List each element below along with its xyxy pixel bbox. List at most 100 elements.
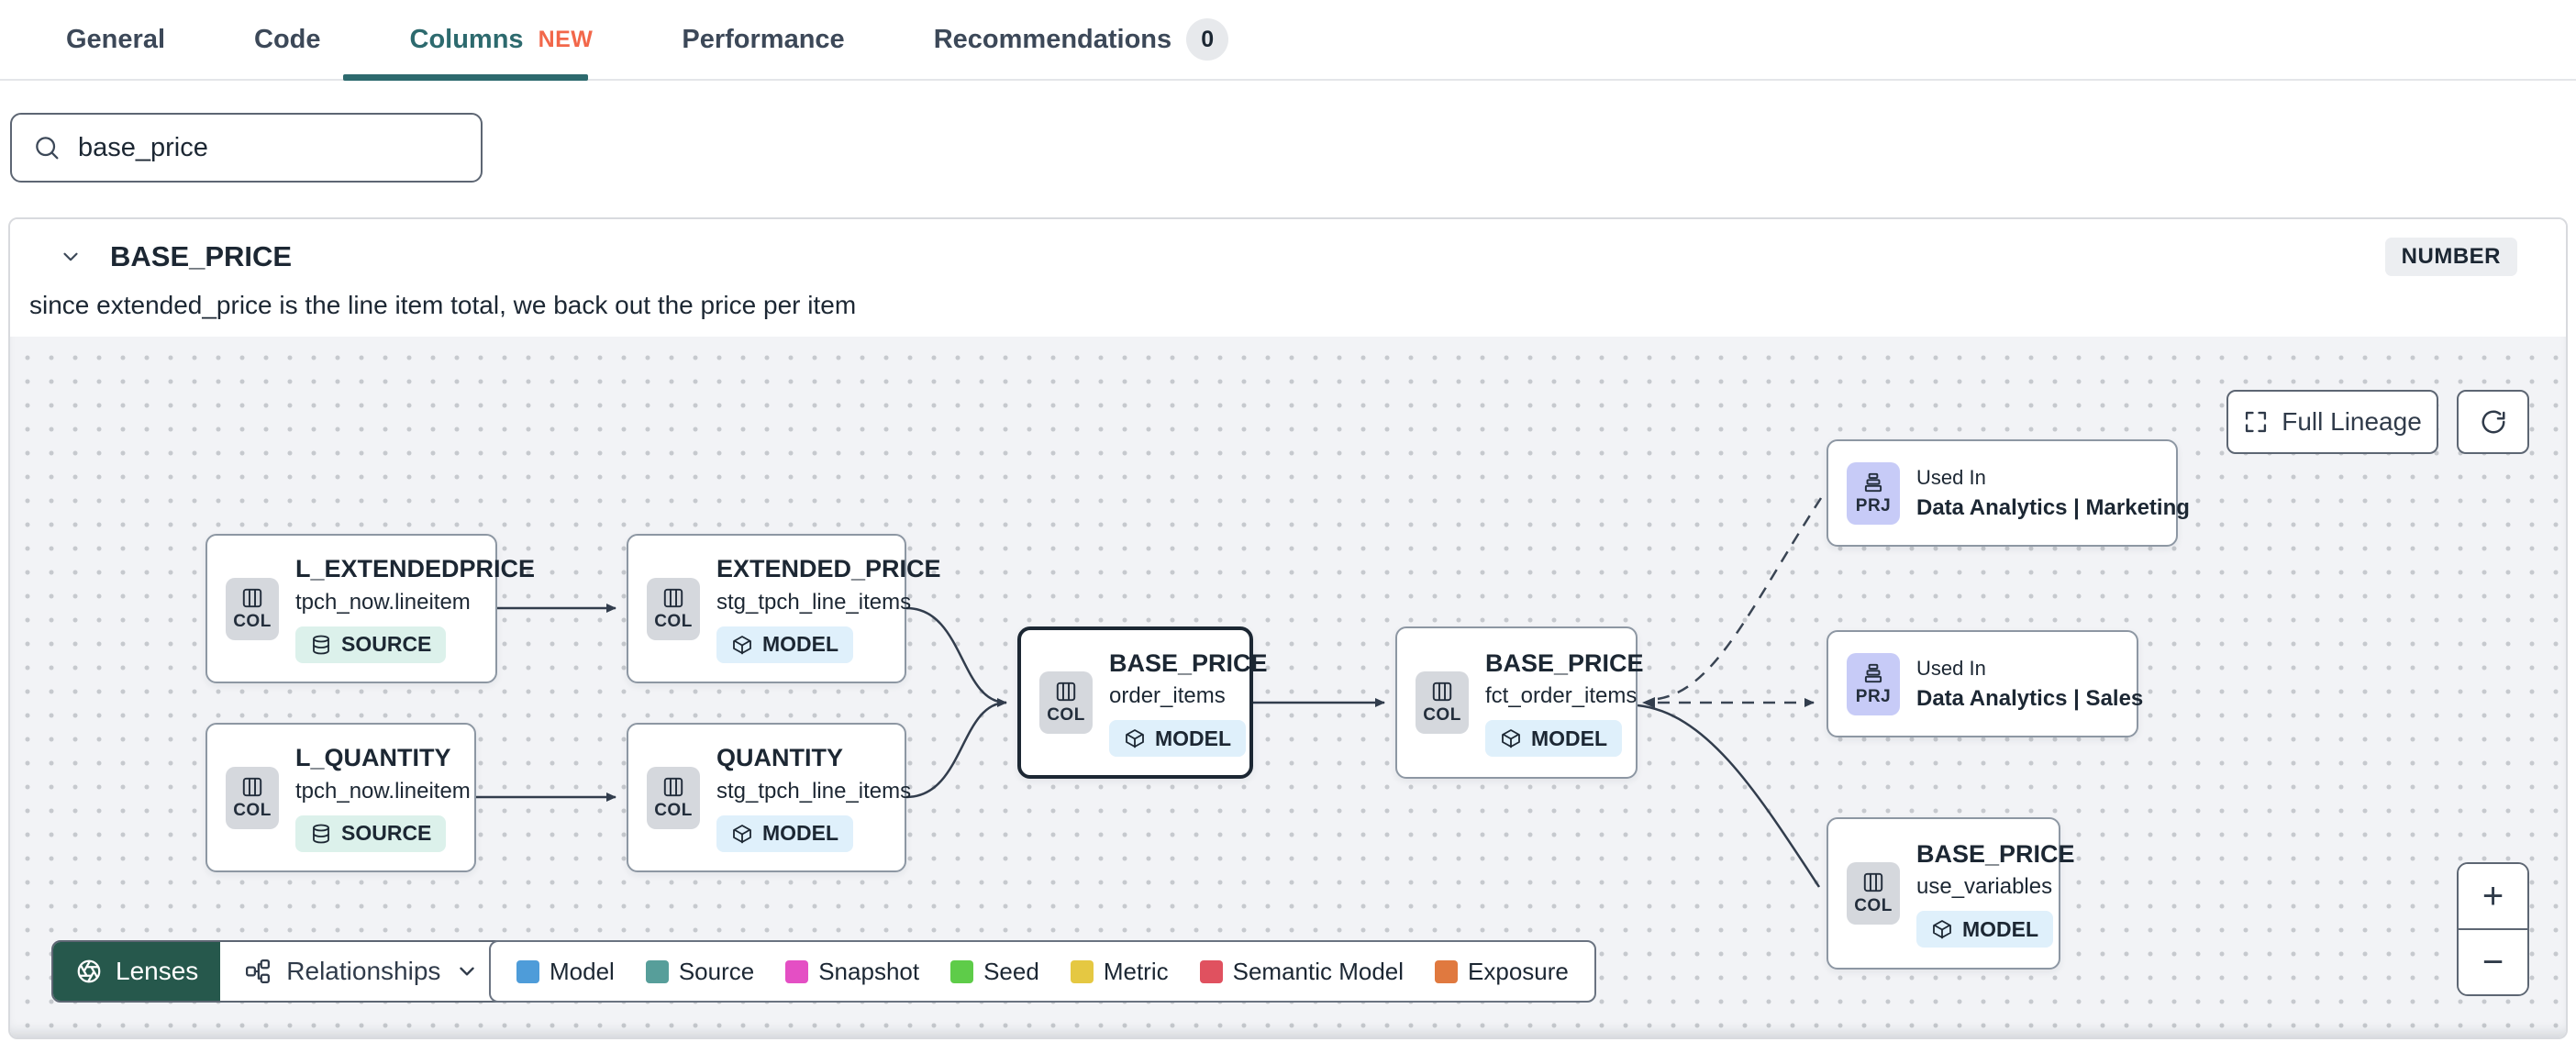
column-title: BASE_PRICE <box>110 240 293 272</box>
resource-label: MODEL <box>1962 916 2039 941</box>
legend-label: Model <box>550 957 615 985</box>
resource-label: MODEL <box>762 632 839 657</box>
kind-label: COL <box>654 800 693 820</box>
columns-icon <box>1432 682 1452 702</box>
resource-legend: Model Source Snapshot Seed Metric Semant… <box>489 940 1596 1003</box>
lenses-button[interactable]: Lenses <box>53 942 221 1001</box>
tab-columns-label: Columns <box>409 24 524 54</box>
lineage-node-quantity[interactable]: COL QUANTITY stg_tpch_line_items MODEL <box>627 723 911 872</box>
node-subtitle: order_items <box>1109 683 1226 709</box>
legend-label: Metric <box>1103 957 1169 985</box>
kind-label: COL <box>1047 705 1085 725</box>
legend-swatch <box>645 959 669 983</box>
relationships-icon <box>246 959 271 983</box>
resource-label: MODEL <box>762 821 839 846</box>
tab-recommendations[interactable]: Recommendations 0 <box>933 18 1229 61</box>
stack-icon <box>1864 663 1882 682</box>
relationships-dropdown[interactable]: Relationships <box>220 942 504 1001</box>
project-kind-badge: PRJ <box>1847 461 1900 525</box>
node-subtitle: use_variables <box>1916 874 2053 900</box>
resource-pill-source: SOURCE <box>295 626 447 663</box>
collapse-chevron-icon[interactable] <box>59 245 83 269</box>
tab-code[interactable]: Code <box>254 25 321 55</box>
resource-label: SOURCE <box>341 821 432 846</box>
used-in-label: Used In <box>1916 656 1986 680</box>
legend-swatch <box>950 959 974 983</box>
lineage-node-extended-price[interactable]: COL EXTENDED_PRICE stg_tpch_line_items M… <box>627 534 941 683</box>
kind-label: COL <box>233 611 272 631</box>
columns-icon <box>1863 872 1883 892</box>
resource-pill-source: SOURCE <box>295 815 447 852</box>
lineage-node-used-in-marketing[interactable]: PRJ Used In Data Analytics | Marketing <box>1827 439 2190 547</box>
node-title: BASE_PRICE <box>1485 648 1644 677</box>
cube-icon <box>1502 729 1520 748</box>
refresh-button[interactable] <box>2457 390 2529 454</box>
tab-general[interactable]: General <box>66 25 165 55</box>
tab-columns[interactable]: Columns NEW <box>410 25 594 55</box>
zoom-out-button[interactable]: − <box>2459 930 2527 994</box>
node-title: BASE_PRICE <box>1109 648 1268 677</box>
tab-recommendations-label: Recommendations <box>933 24 1172 54</box>
lineage-node-base-price-use-variables[interactable]: COL BASE_PRICE use_variables MODEL <box>1827 817 2075 970</box>
kind-label: PRJ <box>1855 686 1892 706</box>
tab-bar: General Code Columns NEW Performance Rec… <box>0 0 2576 81</box>
column-search <box>10 113 483 183</box>
zoom-in-button[interactable]: + <box>2459 864 2527 930</box>
aperture-icon <box>77 959 101 983</box>
legend-label: Source <box>678 957 755 985</box>
active-tab-underline <box>343 74 588 81</box>
node-title: QUANTITY <box>716 744 843 772</box>
resource-pill-model: MODEL <box>1109 720 1247 758</box>
recommendations-count-badge: 0 <box>1186 18 1229 61</box>
column-type-badge: NUMBER <box>2384 238 2517 276</box>
legend-item-semantic-model: Semantic Model <box>1199 958 1404 986</box>
legend-swatch <box>1070 959 1094 983</box>
lineage-edges <box>476 497 1823 888</box>
search-input[interactable] <box>78 132 461 163</box>
resource-pill-model: MODEL <box>716 626 854 663</box>
cube-icon <box>733 635 751 654</box>
legend-label: Exposure <box>1468 957 1569 985</box>
columns-icon <box>663 777 683 796</box>
node-title: L_QUANTITY <box>295 744 451 772</box>
resource-label: MODEL <box>1155 726 1232 750</box>
lineage-node-base-price-fct-order-items[interactable]: COL BASE_PRICE fct_order_items MODEL <box>1395 626 1644 779</box>
kind-label: COL <box>1854 896 1893 915</box>
lineage-node-base-price-order-items[interactable]: COL BASE_PRICE order_items MODEL <box>1017 626 1268 779</box>
full-lineage-button[interactable]: Full Lineage <box>2226 390 2438 454</box>
tab-performance-label: Performance <box>682 24 845 54</box>
stack-icon <box>1864 472 1882 492</box>
tab-performance[interactable]: Performance <box>682 25 844 55</box>
node-title: L_EXTENDEDPRICE <box>295 555 536 583</box>
column-kind-badge: COL <box>647 766 700 829</box>
project-name: Data Analytics | Marketing <box>1916 494 2190 520</box>
project-kind-badge: PRJ <box>1847 652 1900 715</box>
lineage-node-l-extendedprice[interactable]: COL L_EXTENDEDPRICE tpch_now.lineitem SO… <box>205 534 535 683</box>
full-lineage-label: Full Lineage <box>2282 407 2422 436</box>
lineage-node-l-quantity[interactable]: COL L_QUANTITY tpch_now.lineitem SOURCE <box>205 723 476 872</box>
node-title: EXTENDED_PRICE <box>716 555 941 583</box>
resource-label: MODEL <box>1531 726 1608 750</box>
column-kind-badge: COL <box>1416 671 1469 734</box>
resource-pill-model: MODEL <box>1916 911 2054 948</box>
legend-swatch <box>785 959 809 983</box>
kind-label: PRJ <box>1855 495 1892 515</box>
kind-label: COL <box>233 800 272 820</box>
lineage-canvas[interactable]: COL L_EXTENDEDPRICE tpch_now.lineitem SO… <box>10 337 2566 1037</box>
search-icon <box>36 137 59 160</box>
resource-pill-model: MODEL <box>1485 720 1623 758</box>
lineage-node-used-in-sales[interactable]: PRJ Used In Data Analytics | Sales <box>1827 630 2143 737</box>
legend-swatch <box>516 959 539 983</box>
new-badge: NEW <box>538 26 594 52</box>
tab-code-label: Code <box>254 24 321 54</box>
project-name: Data Analytics | Sales <box>1916 685 2144 711</box>
cube-icon <box>1933 920 1951 939</box>
legend-item-exposure: Exposure <box>1435 958 1569 986</box>
legend-label: Seed <box>983 957 1039 985</box>
zoom-control: + − <box>2457 862 2529 996</box>
column-kind-badge: COL <box>226 577 279 640</box>
resource-label: SOURCE <box>341 632 432 657</box>
resource-pill-model: MODEL <box>716 815 854 852</box>
relationships-label: Relationships <box>286 957 441 985</box>
lenses-control: Lenses Relationships <box>51 940 505 1003</box>
